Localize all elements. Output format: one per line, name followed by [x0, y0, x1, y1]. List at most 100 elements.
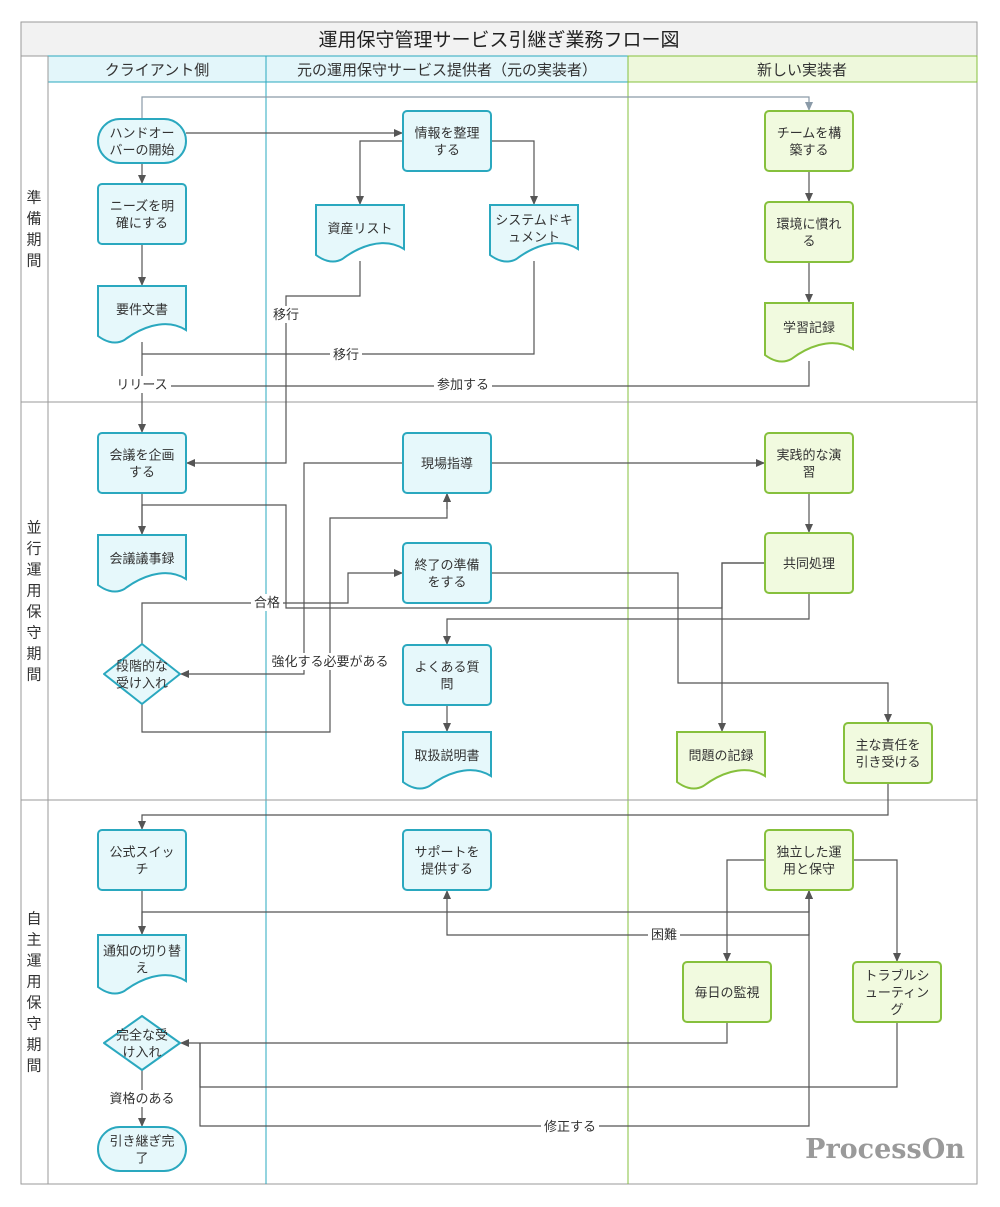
edge-label-bg — [541, 1118, 599, 1135]
node-text: 確にする — [116, 216, 168, 232]
node-text: 提供する — [421, 862, 473, 878]
edge-staged-to-prep-end — [141, 569, 403, 644]
node-text: 共同処理 — [783, 557, 835, 572]
node-text: え — [135, 962, 148, 977]
node-text: 実践的な演 — [776, 448, 841, 464]
node-text: 情報を整理 — [414, 127, 479, 142]
node-req-doc[interactable]: 要件文書 — [97, 285, 187, 344]
edge-label-bg — [251, 594, 283, 611]
edge-label-bg — [268, 653, 392, 670]
phase-label-parallel: 並行運用保守期間 — [26, 519, 41, 684]
node-text: チームを構 — [777, 127, 842, 142]
node-text: ハンドオー — [109, 127, 174, 142]
edge-handover-to-team — [141, 96, 813, 119]
node-issue-rec[interactable]: 問題の記録 — [676, 731, 766, 790]
node-text: 取扱説明書 — [414, 748, 479, 764]
node-text: る — [802, 235, 815, 250]
node-joint[interactable]: 共同処理 — [764, 532, 854, 594]
phase-label-independent: 自主運用保守期間 — [26, 910, 41, 1075]
node-text: 資産リスト — [327, 221, 392, 237]
edge-label-qualified: 資格のある — [109, 1091, 174, 1107]
edge-main-to-switch — [138, 783, 889, 830]
node-text: 会議議事録 — [109, 552, 174, 567]
nodes: ハンドオーバーの開始ニーズを明確にする要件文書情報を整理する資産リストシステムド… — [97, 110, 942, 1172]
node-text: 公式スイッ — [109, 846, 174, 861]
node-text: 引き継ぎ完 — [109, 1135, 174, 1150]
node-text: ュメント — [508, 231, 560, 246]
node-text: 受け入れ — [116, 677, 168, 692]
edge-joint-to-issue — [718, 562, 765, 732]
edge-labels: 移行移行リリース参加する合格強化する必要がある困難資格のある修正する — [106, 306, 680, 1135]
edge-label-bg — [330, 346, 362, 363]
node-text: ューティン — [865, 986, 929, 1001]
node-text: 引き受ける — [855, 756, 920, 771]
node-text: する — [129, 466, 155, 481]
node-text: をする — [427, 576, 466, 591]
edge-label-bg — [648, 926, 680, 943]
node-text: トラブルシ — [864, 968, 929, 984]
node-text: 通知の切り替 — [103, 944, 181, 960]
edge-staged-to-field — [141, 493, 451, 733]
edge-label-release: リリース — [116, 378, 167, 393]
node-learn-rec[interactable]: 学習記録 — [764, 302, 854, 363]
node-text: 習 — [802, 466, 815, 481]
node-asset-list[interactable]: 資産リスト — [315, 204, 405, 263]
node-text: 毎日の監視 — [694, 985, 759, 1001]
node-text: チ — [135, 863, 148, 878]
edge-label-join: 参加する — [437, 377, 489, 393]
node-manual[interactable]: 取扱説明書 — [402, 731, 492, 790]
edges — [138, 96, 901, 1127]
node-text: ニーズを明 — [110, 199, 174, 215]
node-text: 学習記録 — [783, 320, 835, 336]
lane-header-client: クライアント側 — [105, 61, 209, 79]
node-text: 問 — [440, 678, 453, 693]
edge-label-difficulty: 困難 — [651, 928, 677, 943]
node-text: 了 — [135, 1152, 148, 1167]
edge-label-fix: 修正する — [544, 1120, 596, 1135]
lane-header-original: 元の運用保守サービス提供者（元の実装者） — [297, 61, 597, 79]
edge-sysdoc-to-meeting — [142, 261, 535, 355]
node-text: 主な責任を — [855, 739, 920, 754]
edge-joint-to-faq — [443, 593, 810, 645]
node-daily[interactable]: 毎日の監視 — [682, 961, 772, 1023]
node-text: グ — [890, 1003, 903, 1018]
node-text: する — [434, 144, 460, 159]
node-text: 段階的な — [116, 659, 168, 675]
node-text: 独立した運 — [776, 846, 841, 861]
edge-label-migrate1: 移行 — [273, 308, 299, 323]
phase-label-prep: 準備期間 — [26, 189, 41, 270]
diagram-title: 運用保守管理サービス引継ぎ業務フロー図 — [318, 29, 679, 51]
edge-label-migrate2: 移行 — [333, 348, 359, 363]
edge-prep-end-to-main — [491, 572, 892, 723]
node-text: 終了の準備 — [414, 558, 479, 574]
edge-organize-to-asset — [356, 140, 403, 205]
edge-label-bg — [113, 376, 171, 393]
node-field[interactable]: 現場指導 — [402, 432, 492, 494]
node-text: 築する — [789, 144, 828, 159]
node-minutes[interactable]: 会議議事録 — [97, 534, 187, 593]
edge-label-strengthen: 強化する必要がある — [271, 655, 388, 670]
processon-logo: ProcessOn — [805, 1134, 965, 1165]
edge-indep-to-trouble — [853, 859, 901, 962]
edge-label-bg — [270, 306, 302, 323]
